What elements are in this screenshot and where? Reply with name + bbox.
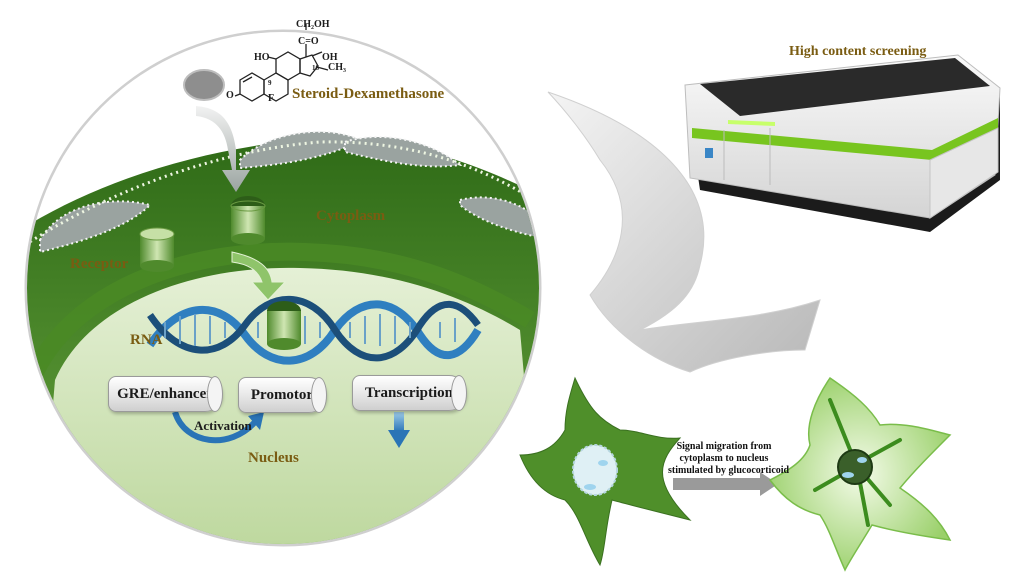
translocated-receptor-dot [857, 457, 867, 463]
nucleus-before [572, 444, 618, 496]
rna-label: RNA [130, 332, 163, 348]
molecule-f: F [268, 93, 275, 104]
membrane-vesicle [459, 196, 539, 242]
receptor-cylinder-left [139, 227, 175, 272]
receptor-cylinder-bound [230, 196, 266, 245]
activation-arrowhead [248, 412, 264, 430]
nucleus-after [837, 449, 873, 485]
molecule-o: O [226, 90, 234, 101]
translocated-receptor-dot [842, 472, 854, 478]
activation-arc-arrow [172, 410, 258, 444]
molecule-ch2oh: CH₂OH [296, 19, 330, 30]
molecule-ch3: CH₃ [328, 62, 346, 73]
nuclear-envelope [27, 242, 535, 377]
cytoplasm-label: Cytoplasm [316, 208, 386, 224]
nuclear-translocation-arrow [231, 251, 287, 301]
molecule-16: 16 [312, 64, 319, 72]
dexamethasone-structure [234, 24, 329, 102]
receptor-dot [584, 484, 596, 490]
steroid-label: Steroid-Dexamethasone [292, 86, 445, 102]
hcs-label: High content screening [789, 44, 927, 59]
membrane-vesicle [344, 136, 463, 168]
caption-line-1: Signal migration from [676, 441, 772, 452]
gre-enhancer-text: GRE/enhancer [117, 385, 213, 402]
promotor-box: Promotor [238, 377, 327, 413]
receptor-label: Receptor [70, 256, 129, 272]
curved-swoosh-arrow [547, 91, 821, 373]
receptor-dot [598, 460, 608, 466]
caption-line-2: cytoplasm to nucleus [679, 453, 769, 464]
transcription-arrow-shaft [394, 412, 404, 432]
molecule-ho: HO [254, 52, 270, 63]
gre-enhancer-box: GRE/enhancer [108, 376, 223, 412]
membrane-vesicle [39, 200, 152, 254]
molecule-co: C=O [298, 36, 319, 47]
dna-helix [146, 295, 482, 365]
activation-label: Activation [194, 418, 252, 433]
signal-migration-caption: Signal migration from cytoplasm to nucle… [668, 441, 790, 477]
receptor-cylinder-nuclear [267, 301, 301, 350]
molecule-9: 9 [268, 79, 272, 87]
transcription-arrowhead [388, 430, 410, 448]
nucleus-region [40, 267, 539, 544]
steroid-molecule-blob [183, 69, 225, 101]
transition-arrow [673, 472, 778, 496]
steroid-entry-arrow [196, 106, 250, 192]
transcription-text: Transcription [364, 384, 454, 401]
promotor-text: Promotor [250, 386, 314, 403]
hcs-instrument [684, 54, 1001, 232]
molecule-oh: OH [322, 52, 338, 63]
caption-line-3: stimulated by glucocorticoid [668, 465, 790, 476]
nucleus-label: Nucleus [248, 450, 299, 466]
transcription-box: Transcription [352, 375, 467, 411]
